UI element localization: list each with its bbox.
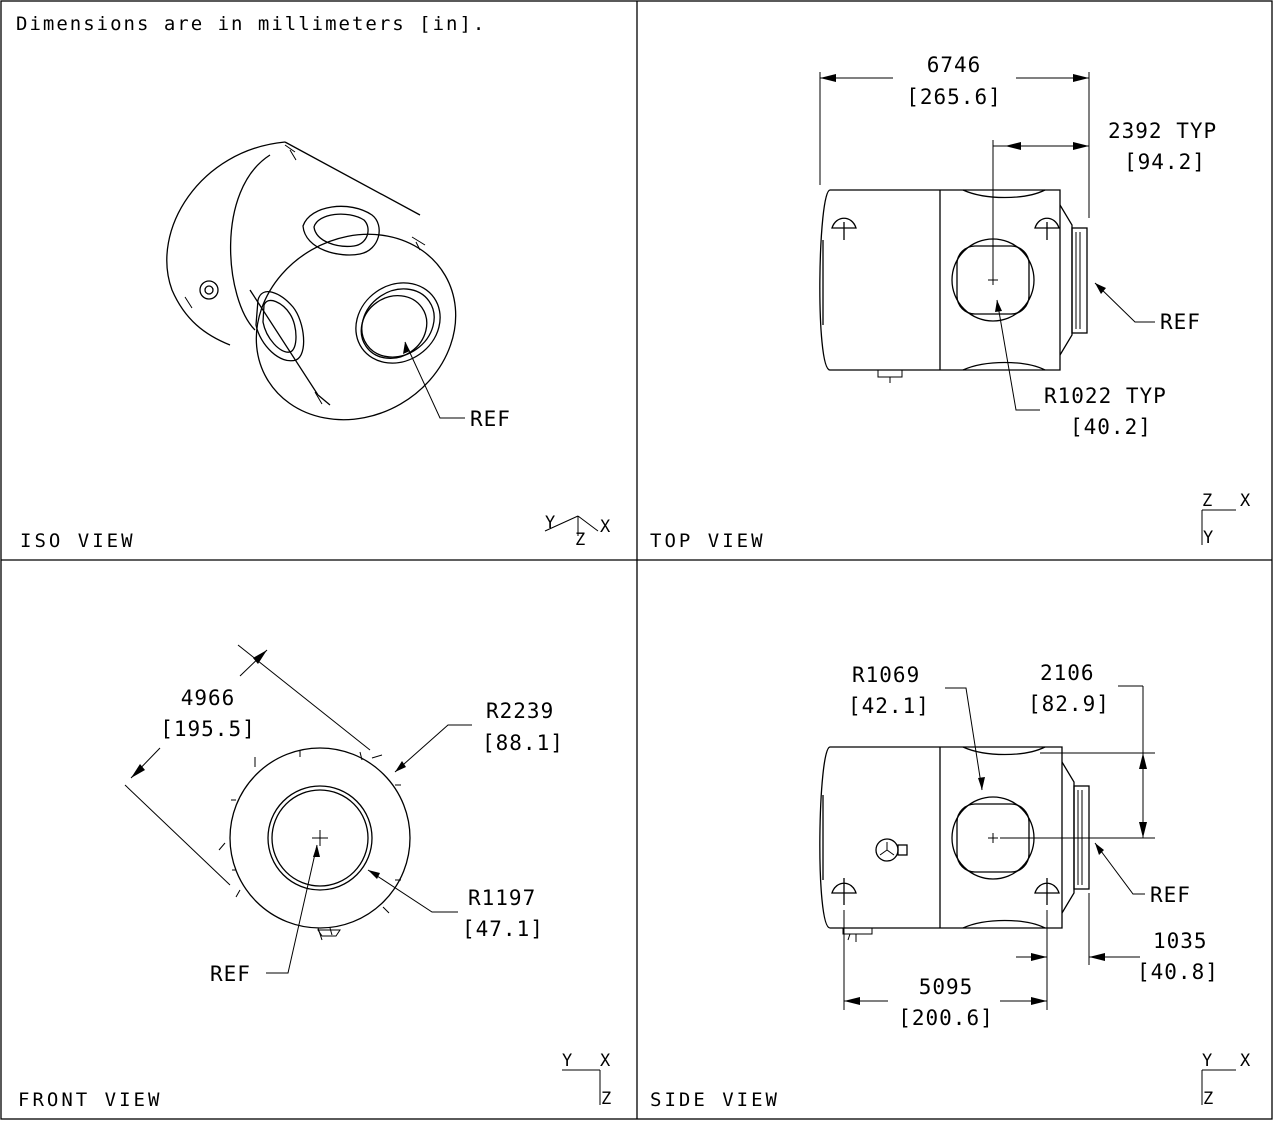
front-module-drawing [218,747,411,941]
side-axis-triad: Y X Z [1201,1051,1251,1109]
side-axis-z: Z [1203,1089,1213,1109]
top-length-dimension: 6746 [265.6] [819,53,1090,218]
side-height-mm: 2106 [1040,661,1095,685]
front-outer-radius-leader: R2239 [88.1] [394,699,564,773]
top-offset-dimension: 2392 TYP [94.2] [992,119,1217,275]
side-spacing-dimension: 5095 [200.6] [843,910,1048,1030]
top-axis-z: Z [1202,491,1212,511]
front-axis-triad: Y X Z [562,1051,611,1109]
side-flange-mm: 1035 [1153,929,1208,953]
side-view-title: SIDE VIEW [650,1089,780,1111]
top-view-title: TOP VIEW [650,530,766,552]
side-axis-x: X [1240,1051,1251,1071]
front-inner-radius-mm: R1197 [468,886,536,910]
side-height-dimension: 2106 [82.9] [1000,661,1155,839]
side-view: R1069 [42.1] 2106 [82.9] REF 1035 [40.8] [650,661,1251,1111]
top-ref-label: REF [1160,310,1201,334]
iso-view: REF Y Z X ISO VIEW [20,141,611,552]
units-note: Dimensions are in millimeters [in]. [16,13,486,35]
front-ref-label: REF [210,962,251,986]
front-outer-radius-mm: R2239 [486,699,554,723]
top-axis-triad: Z X Y [1201,491,1251,548]
front-view: 4966 [195.5] R2239 [88.1] R1197 [47.1] R… [18,644,611,1111]
top-length-mm: 6746 [927,53,982,77]
side-flange-in: [40.8] [1137,960,1219,984]
side-radius-leader: R1069 [42.1] [848,663,985,791]
iso-axis-z: Z [575,530,585,550]
front-inner-radius-in: [47.1] [462,917,544,941]
front-outer-radius-in: [88.1] [482,731,564,755]
top-radius-mm: R1022 TYP [1044,384,1167,408]
front-diameter-in: [195.5] [160,717,256,741]
top-offset-in: [94.2] [1124,150,1206,174]
side-height-in: [82.9] [1028,692,1110,716]
iso-axis-triad: Y Z X [544,513,611,550]
front-axis-y: Y [562,1051,572,1071]
top-axis-x: X [1240,491,1251,511]
front-view-title: FRONT VIEW [18,1089,162,1111]
iso-view-title: ISO VIEW [20,530,136,552]
front-axis-x: X [600,1051,611,1071]
iso-axis-x: X [600,517,611,537]
top-view: 6746 [265.6] 2392 TYP [94.2] REF R1022 T… [650,53,1251,552]
top-axis-y: Y [1203,528,1213,548]
side-radius-in: [42.1] [848,694,930,718]
top-ref-leader: REF [1094,282,1201,334]
iso-axis-y: Y [545,513,555,533]
iso-module-drawing [166,141,457,421]
side-flange-dimension: 1035 [40.8] [1016,893,1219,984]
top-length-in: [265.6] [906,85,1002,109]
front-axis-z: Z [601,1089,611,1109]
iso-ref-leader [403,341,465,419]
top-offset-mm: 2392 TYP [1108,119,1217,143]
side-radius-mm: R1069 [852,663,920,687]
iso-ref-label: REF [470,407,511,431]
side-axis-y: Y [1202,1051,1212,1071]
side-module-drawing [819,746,1090,942]
front-ref-leader: REF [210,844,320,986]
front-inner-radius-leader: R1197 [47.1] [367,869,544,941]
top-radius-leader: R1022 TYP [40.2] [995,299,1167,439]
side-ref-label: REF [1150,883,1191,907]
side-spacing-in: [200.6] [898,1006,994,1030]
top-module-drawing [819,189,1088,383]
side-ref-leader: REF [1094,842,1191,907]
front-diameter-dimension: 4966 [195.5] [124,644,371,886]
front-diameter-mm: 4966 [181,686,236,710]
side-spacing-mm: 5095 [919,975,974,999]
top-radius-in: [40.2] [1070,415,1152,439]
